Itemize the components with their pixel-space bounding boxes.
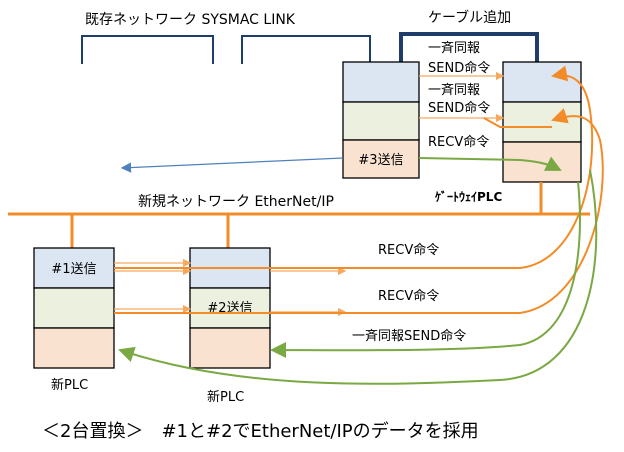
cable-added-label: ケーブル追加	[428, 9, 511, 26]
gateway-send-green-flow	[418, 156, 562, 171]
broadcast-flow-to-plc2	[270, 181, 581, 359]
new-plc-1-box	[33, 247, 115, 369]
plc1-send-label: #1送信	[51, 262, 96, 277]
recv-flow-2	[114, 108, 604, 314]
recv-flow-1	[114, 65, 594, 269]
new-network-label: 新規ネットワーク EtherNet/IP	[138, 194, 334, 210]
broadcast-send-1-line1: 一斉同報	[428, 40, 480, 56]
footer-caption: ＜2台置換＞ #1と#2でEtherNet/IPのデータを採用	[42, 421, 479, 442]
recv-1-label: RECV命令	[378, 242, 439, 258]
cable-added-bracket	[399, 32, 539, 62]
gateway-internal-flow	[483, 117, 552, 128]
broadcast-flow-to-plc1	[118, 169, 598, 385]
legacy-network-label: 既存ネットワーク SYSMAC LINK	[85, 12, 296, 28]
broadcast-send-2-line2: SEND命令	[428, 100, 490, 116]
legacy-forward-arrow	[120, 157, 344, 173]
gateway-plc-right-box	[502, 61, 582, 183]
gateway-plc-left-box	[342, 61, 420, 179]
broadcast-send-1-line2: SEND命令	[428, 60, 490, 76]
gateway-plc-label: ｹﾞｰﾄｳｪｲPLC	[435, 189, 502, 204]
broadcast-send-bottom-label: 一斉同報SEND命令	[352, 328, 466, 344]
new-plc-left-label: 新PLC	[51, 377, 88, 393]
new-plc-right-label: 新PLC	[207, 389, 244, 405]
legacy-bracket-right	[241, 35, 371, 64]
legacy-bracket-left	[81, 35, 214, 64]
recv-gateway-label: RECV命令	[428, 134, 489, 150]
gateway-send-label: #3送信	[358, 153, 403, 168]
broadcast-send-2-line1: 一斉同報	[428, 82, 480, 98]
recv-2-label: RECV命令	[378, 288, 439, 304]
